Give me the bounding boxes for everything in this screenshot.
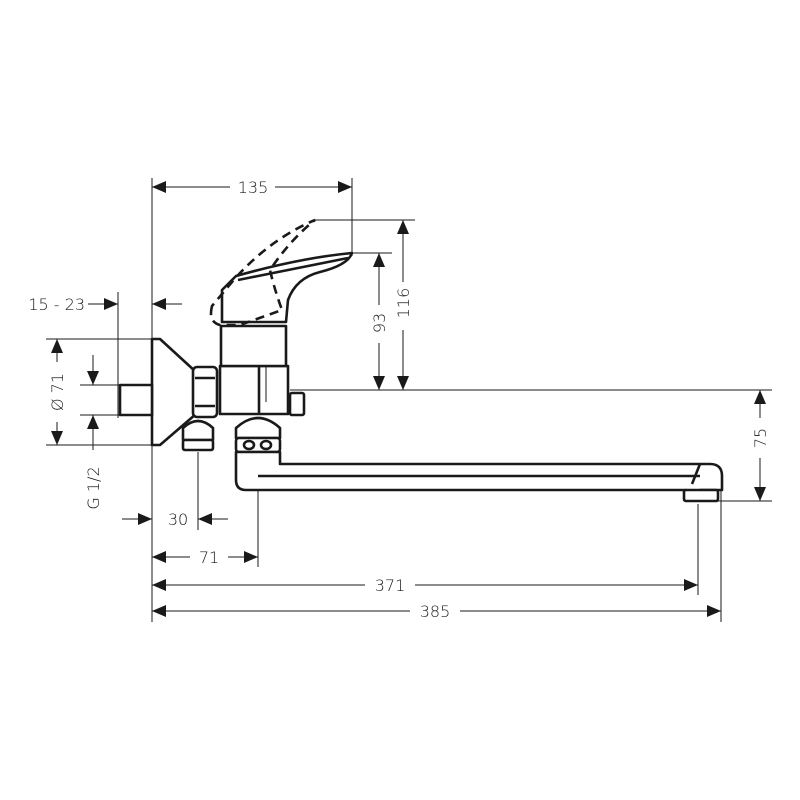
lever-solid [220,251,354,324]
dimension-75: 75 [751,390,770,501]
dimension-116: 116 [394,220,413,390]
dimension-rosette-diameter: Ø 71 [48,339,67,445]
dim-label-rosette: Ø 71 [48,373,67,411]
dimension-30: 30 [122,510,228,529]
mixer-body [218,364,290,416]
dim-label-30: 30 [168,510,188,529]
dim-label-93: 93 [370,313,389,333]
dimension-93: 93 [370,253,389,390]
dim-label-thread: G 1/2 [84,466,103,509]
dimension-wall-offset: 15 - 23 [28,295,182,314]
dim-label-135: 135 [238,178,269,197]
dimension-135: 135 [152,178,352,197]
spout [234,450,724,496]
dim-label-wall-offset: 15 - 23 [28,295,85,314]
dimension-thread: G 1/2 [84,355,103,510]
lever-handle [220,251,354,324]
dimension-71: 71 [152,548,258,567]
dim-label-75: 75 [751,428,770,448]
dimension-371: 371 [152,576,698,595]
dim-label-71: 71 [199,548,219,567]
dim-label-371: 371 [375,576,406,595]
dimension-385: 385 [152,602,721,621]
cartridge-housing [219,324,288,368]
swivel-collar [234,416,282,440]
extension-lines [46,178,772,622]
faucet-body [118,324,724,503]
inlet-stub [118,383,154,417]
aerator [682,488,720,503]
lever-open-position [209,218,316,327]
dim-label-385: 385 [420,602,451,621]
inlet-connector [181,419,215,442]
dim-label-116: 116 [394,288,413,319]
hex-nut [191,365,219,419]
side-plug [288,391,306,417]
